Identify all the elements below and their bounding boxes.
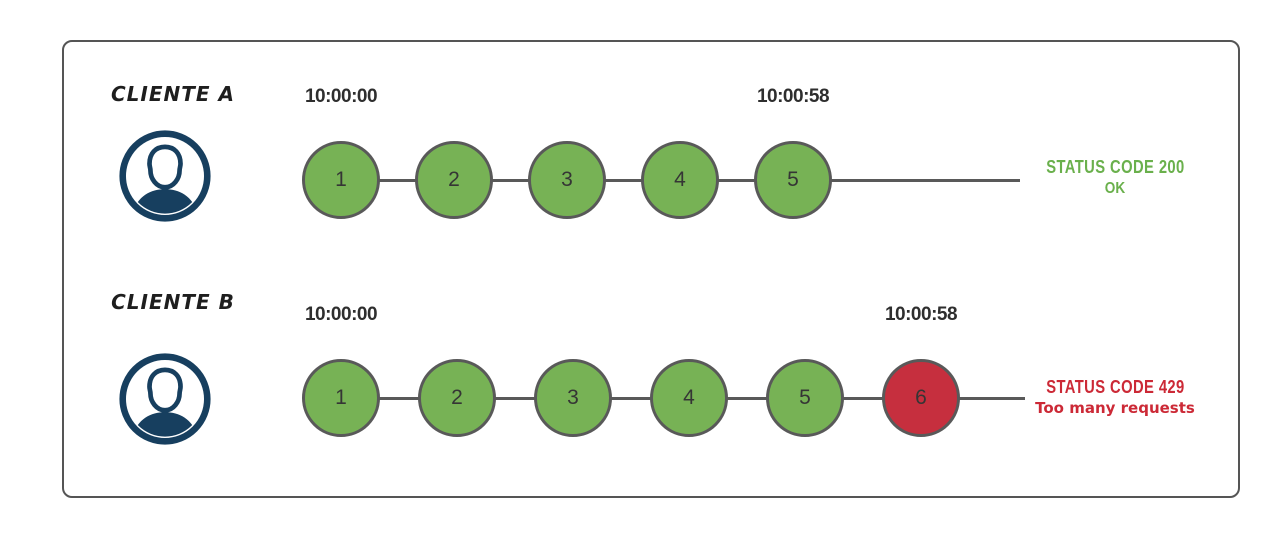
- status-code-text: STATUS CODE 200: [1045, 157, 1185, 177]
- request-circle: 3: [528, 141, 606, 219]
- request-number: 6: [915, 386, 927, 409]
- request-circle: 2: [415, 141, 493, 219]
- request-number: 5: [787, 168, 799, 191]
- request-circle: 5: [766, 359, 844, 437]
- request-number: 2: [451, 386, 463, 409]
- row-b-status: STATUS CODE 429 Too many requests: [1020, 376, 1210, 418]
- row-b-end-timestamp: 10:00:58: [884, 304, 958, 325]
- row-a-end-timestamp: 10:00:58: [756, 86, 830, 107]
- status-message-text: OK: [1104, 180, 1126, 197]
- request-circle: 4: [650, 359, 728, 437]
- request-number: 3: [567, 386, 579, 409]
- user-avatar-icon: [118, 352, 212, 446]
- request-number: 5: [799, 386, 811, 409]
- request-number: 4: [683, 386, 695, 409]
- client-b-label: CLIENTE B: [111, 290, 235, 314]
- status-code-text: STATUS CODE 429: [1045, 377, 1185, 397]
- row-a-start-timestamp: 10:00:00: [304, 86, 378, 107]
- request-number: 4: [674, 168, 686, 191]
- status-message-text: Too many requests: [1035, 399, 1195, 417]
- request-circle: 4: [641, 141, 719, 219]
- request-number: 3: [561, 168, 573, 191]
- diagram-frame: [62, 40, 1240, 498]
- request-number: 1: [335, 168, 347, 191]
- request-number: 2: [448, 168, 460, 191]
- request-circle: 3: [534, 359, 612, 437]
- request-circle: 1: [302, 141, 380, 219]
- request-circle: 1: [302, 359, 380, 437]
- row-b-start-timestamp: 10:00:00: [304, 304, 378, 325]
- row-a-status: STATUS CODE 200 OK: [1020, 156, 1210, 199]
- client-a-label: CLIENTE A: [110, 82, 235, 106]
- request-number: 1: [335, 386, 347, 409]
- user-avatar-icon: [118, 129, 212, 223]
- request-circle: 5: [754, 141, 832, 219]
- request-circle-blocked: 6: [882, 359, 960, 437]
- request-circle: 2: [418, 359, 496, 437]
